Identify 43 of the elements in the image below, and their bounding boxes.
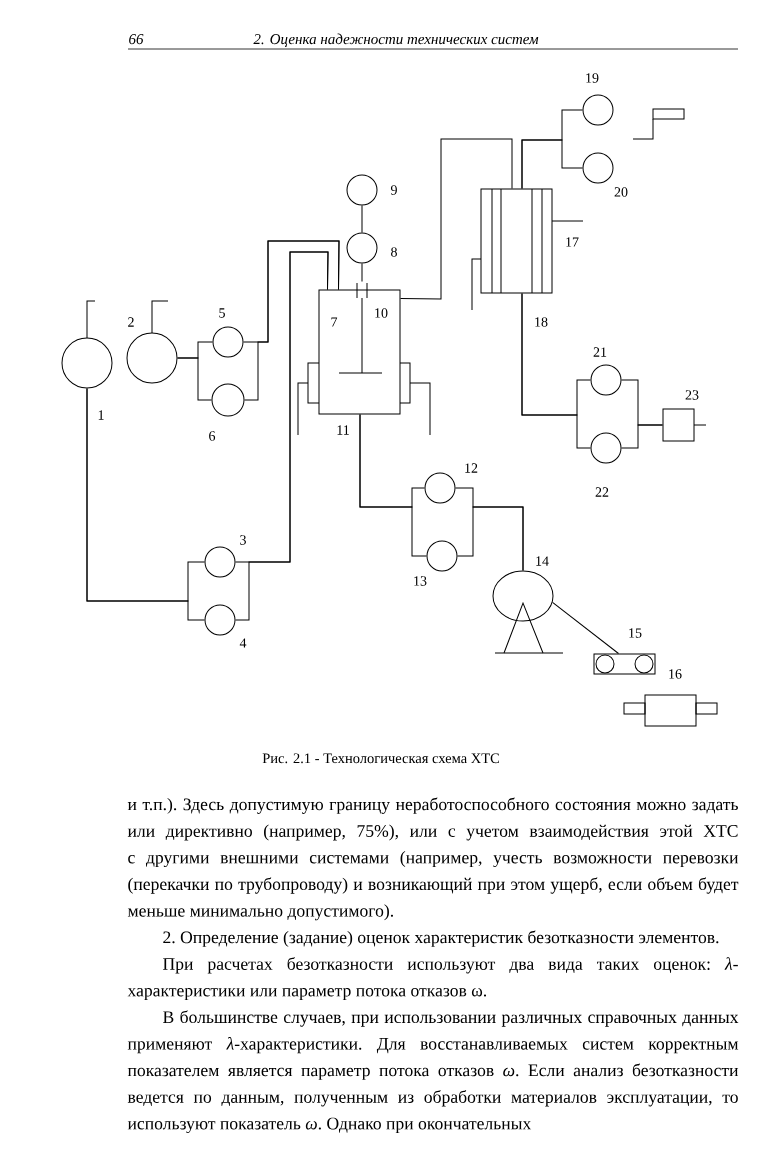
number-label: 20: [614, 187, 628, 197]
number-label: 6: [209, 431, 216, 441]
pipe-line: [552, 601, 619, 654]
number-label: 17: [566, 237, 579, 247]
paragraph: При расчетах безотказности используют два вида таких оценок: λ-характеристики или параметр потока отказов ω.: [127, 957, 738, 1001]
number-label: 21: [593, 347, 607, 357]
number-label: 2: [128, 317, 134, 327]
pipe-line: [361, 205, 363, 233]
number-label: 12: [465, 463, 478, 473]
number-label: 5: [219, 308, 225, 318]
number-label: 13: [414, 576, 427, 586]
number-label: 3: [240, 535, 246, 545]
number-label: 22: [595, 487, 609, 497]
running-head: 2. Оценка надежности технических систем: [253, 33, 539, 47]
number-label: 18: [535, 317, 548, 327]
paragraph: В большинстве случаев, при использовании различных справочных данных применяют λ-характеристики. Для восстанавливаемых систем корректным показателем является параметр потока отказов ω. Если анализ безотказности ведется по данным, полученным из обработки материалов эксплуатации, то используют показатель ω. Однако при окончательных: [127, 1010, 739, 1134]
number-label: 11: [337, 425, 349, 435]
caption: Рис. 2.1 - Технологическая схема ХТС: [262, 753, 499, 764]
page-number: 66: [129, 34, 144, 45]
pipe-line: [361, 263, 363, 282]
number-label: 15: [629, 628, 642, 638]
number-label: 19: [586, 73, 599, 83]
pipe-line: [457, 506, 524, 571]
paragraph: 2. Определение (задание) оценок характеристик безотказности элементов.: [163, 930, 719, 947]
number-label: 1: [98, 410, 104, 420]
number-label: 4: [239, 638, 247, 648]
pipe-line: [244, 240, 340, 401]
number-label: 10: [375, 308, 388, 318]
pipe-line: [177, 357, 212, 401]
number-label: 8: [391, 247, 397, 257]
paragraph: и т.п.). Здесь допустимую границу неработоспособного состояния можно задать или директивно (например, 75%), или с учетом взаимодействия этой ХТС с другими внешними системами (например, учесть возможности перевозки (перекачки по трубопроводу) и возникающий при этом ущерб, если объем будет меньше минимально допустимого).: [127, 797, 739, 921]
number-label: 16: [669, 669, 682, 679]
number-label: 23: [685, 390, 699, 400]
seal-drawing: [356, 282, 368, 299]
pipe-line: [521, 139, 583, 189]
pipe-line: [235, 251, 329, 621]
number-label: 9: [390, 185, 397, 195]
pipe-line: [400, 138, 513, 300]
pipe-line: [621, 424, 663, 449]
pipe-line: [521, 293, 591, 449]
number-label: 14: [536, 556, 549, 566]
number-label: 7: [331, 317, 338, 327]
pipe-line: [359, 414, 427, 557]
